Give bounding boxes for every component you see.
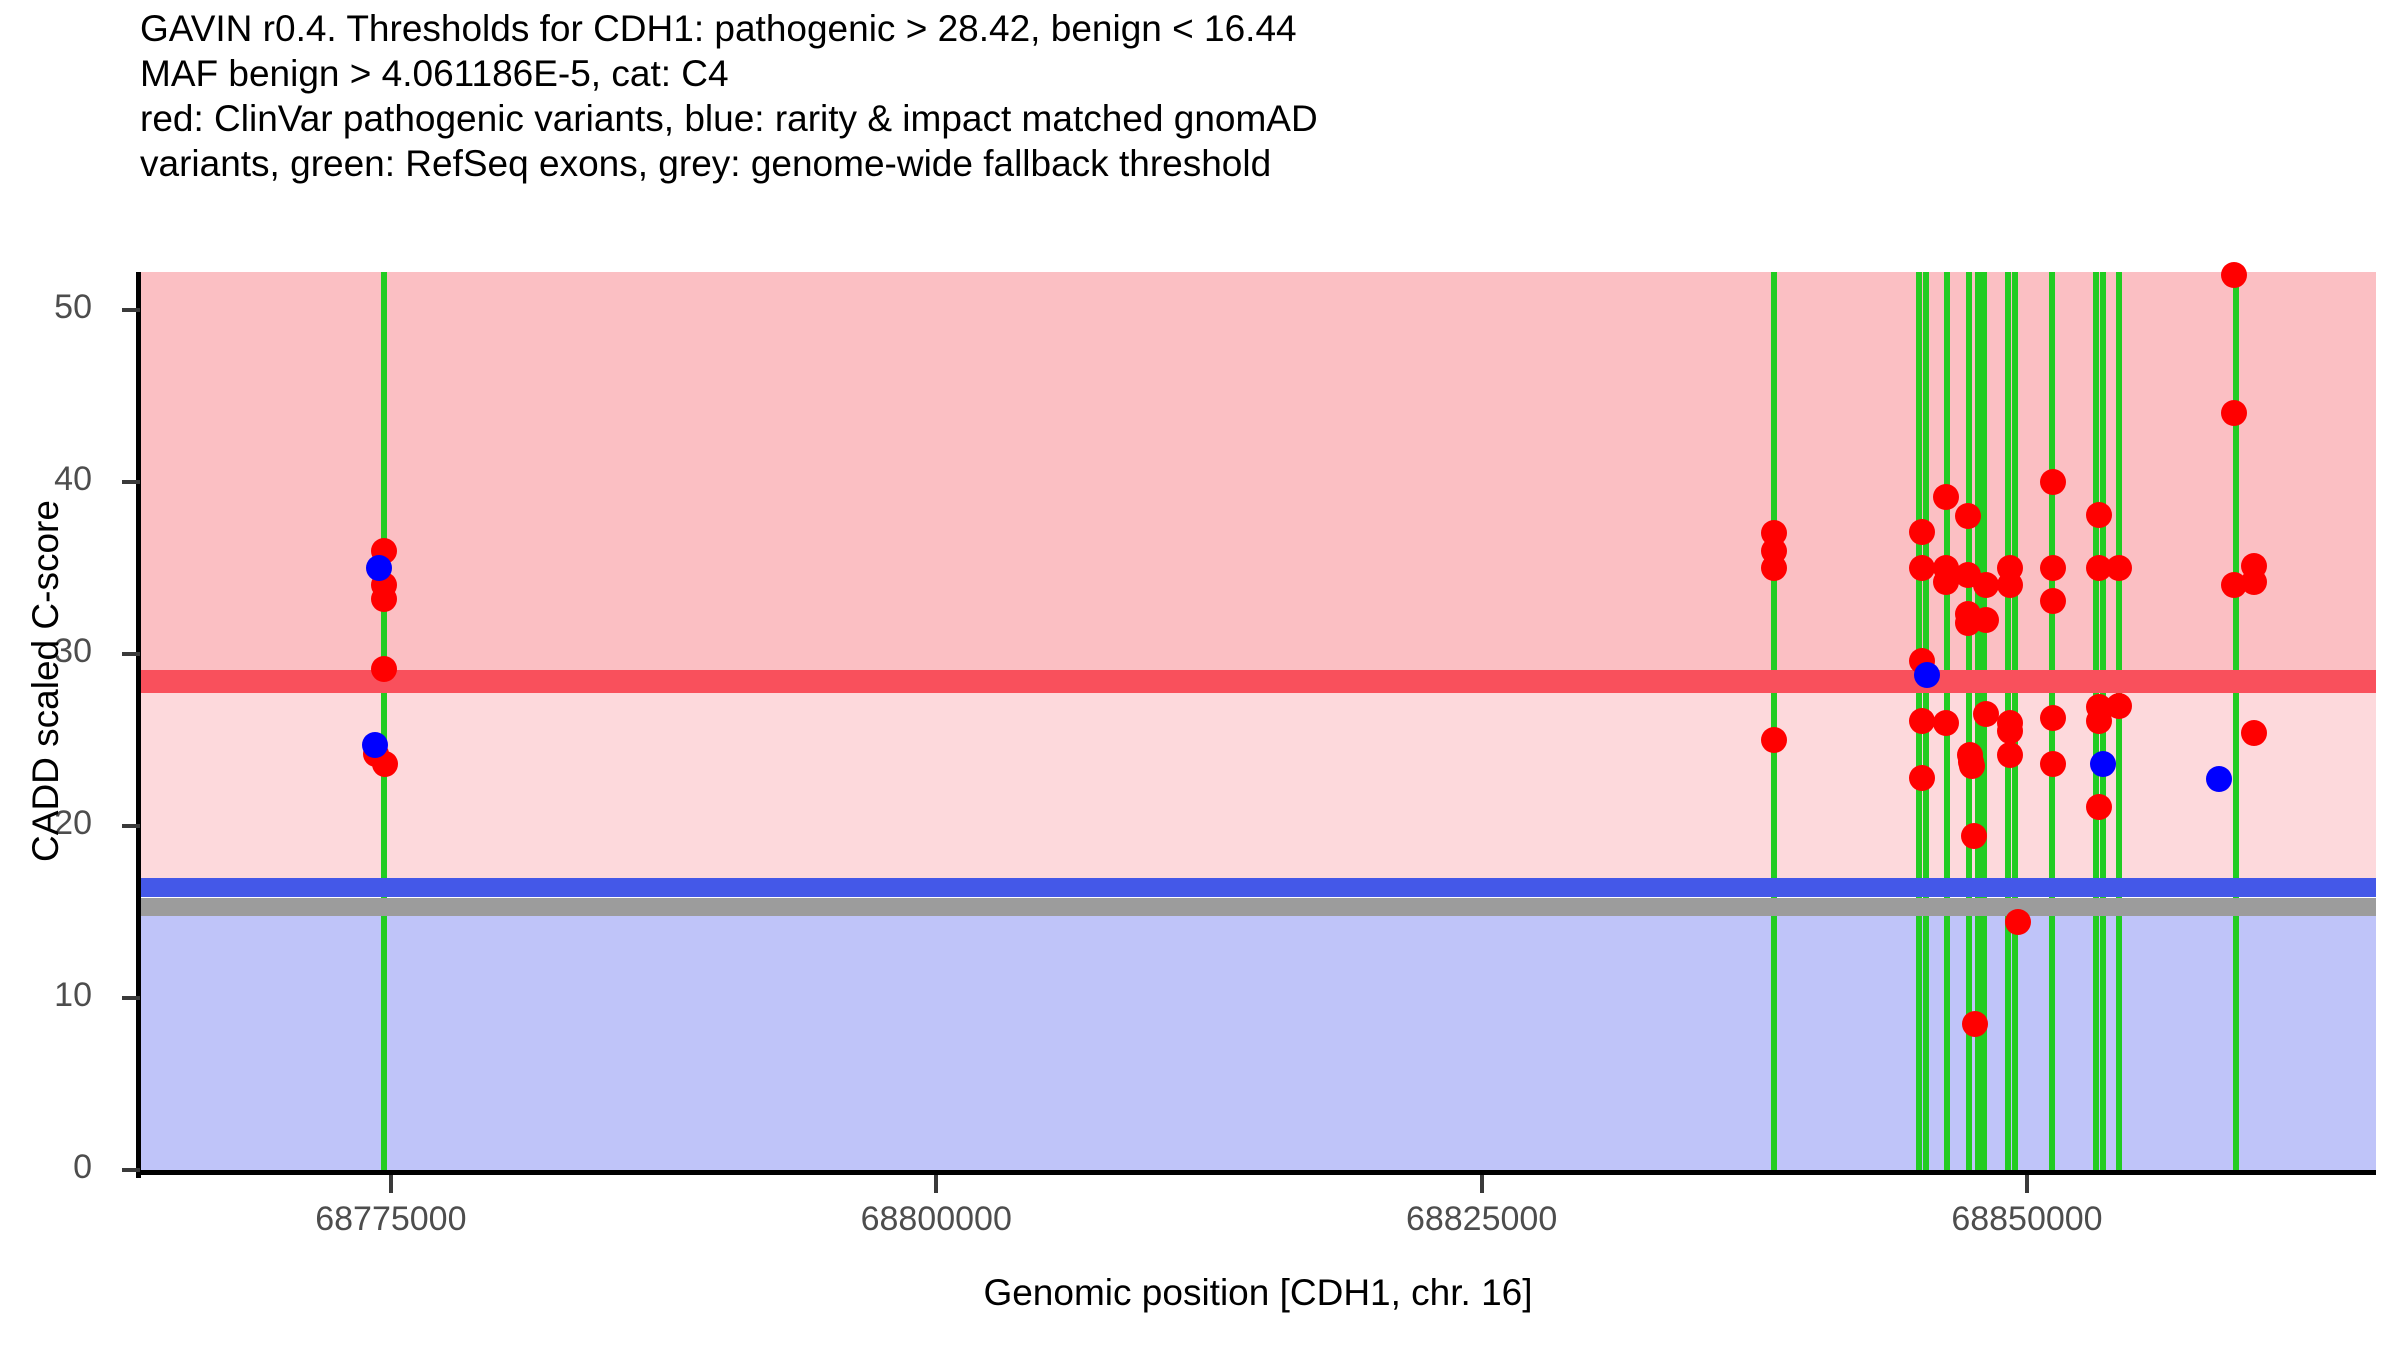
y-tick-label: 30 [54,631,92,670]
y-tick-mark [122,995,140,1000]
exon-line [381,272,388,1170]
x-tick-mark [934,1175,939,1193]
clinvar-variant-point [1996,742,2023,769]
x-tick-label: 68825000 [1405,1200,1558,1238]
clinvar-variant-point [2221,400,2248,427]
threshold-line-benign [140,877,2376,897]
clinvar-variant-point [1933,568,1960,595]
gnomad-variant-point [1913,661,1940,688]
clinvar-variant-point [1996,572,2023,599]
y-tick-mark [122,823,140,828]
gnomad-variant-point [361,732,388,759]
clinvar-variant-point [1760,554,1787,581]
title-line-3: red: ClinVar pathogenic variants, blue: … [140,98,1318,139]
clinvar-variant-point [2221,262,2248,289]
clinvar-variant-point [1960,823,1987,850]
clinvar-variant-point [2005,909,2032,936]
clinvar-variant-point [1933,484,1960,511]
clinvar-variant-point [1760,726,1787,753]
title-line-2: MAF benign > 4.061186E-5, cat: C4 [140,53,729,94]
zone-band [140,906,2376,1170]
clinvar-variant-point [1909,518,1936,545]
y-axis-title: CADD scaled C-score [25,500,66,862]
clinvar-variant-point [2040,554,2067,581]
chart-title-block: GAVIN r0.4. Thresholds for CDH1: pathoge… [140,6,2340,186]
gnomad-variant-point [2205,766,2232,793]
clinvar-variant-point [371,656,398,683]
y-tick-label: 40 [54,459,92,498]
threshold-line-pathogenic [140,669,2376,693]
y-tick-mark [122,651,140,656]
clinvar-variant-point [1961,1010,1988,1037]
threshold-line-genome-wide-fallback [140,897,2376,916]
title-line-4: variants, green: RefSeq exons, grey: gen… [140,143,1272,184]
x-tick-mark [1479,1175,1484,1193]
y-tick-mark [122,1168,140,1172]
exon-line [2115,272,2122,1170]
x-tick-label: 68850000 [1951,1200,2103,1238]
clinvar-variant-point [1996,718,2023,745]
clinvar-variant-point [2040,587,2067,614]
y-tick-mark [122,307,140,312]
y-tick-mark [122,479,140,484]
x-tick-label: 68775000 [315,1200,467,1238]
clinvar-variant-point [1972,606,1999,633]
clinvar-variant-point [2040,704,2067,731]
clinvar-variant-point [2105,554,2132,581]
y-tick-label: 20 [54,803,92,842]
y-tick-label: 10 [54,975,92,1014]
clinvar-variant-point [1909,764,1936,791]
clinvar-variant-point [1909,708,1936,734]
clinvar-variant-point [2085,794,2112,820]
x-tick-label: 68800000 [860,1200,1012,1238]
clinvar-variant-point [371,585,398,612]
x-axis-line [136,1170,2376,1175]
gnomad-variant-point [365,554,392,581]
exon-line [1966,272,1973,1170]
clinvar-variant-point [2040,751,2067,777]
clinvar-variant-point [2105,692,2132,719]
clinvar-variant-point [1959,752,1986,779]
title-line-1: GAVIN r0.4. Thresholds for CDH1: pathoge… [140,8,1297,49]
clinvar-variant-point [1972,701,1999,728]
gnomad-variant-point [2090,751,2117,777]
clinvar-variant-point [1909,554,1936,581]
clinvar-variant-point [2240,568,2267,595]
exon-line [2233,272,2240,1170]
clinvar-variant-point [2040,468,2067,495]
clinvar-variant-point [1955,503,1982,530]
plot-panel [140,262,2376,1170]
y-tick-label: 50 [54,287,92,326]
clinvar-variant-point [1972,572,1999,599]
clinvar-variant-point [2240,720,2267,747]
y-axis-line [136,272,141,1178]
x-axis-title: Genomic position [CDH1, chr. 16] [983,1272,1533,1313]
x-tick-mark [2024,1175,2029,1193]
y-tick-label: 0 [73,1148,92,1186]
x-tick-mark [388,1175,393,1193]
zone-band [140,272,2376,682]
clinvar-variant-point [1933,709,1960,736]
exon-line [1770,272,1777,1170]
clinvar-variant-point [2085,501,2112,528]
